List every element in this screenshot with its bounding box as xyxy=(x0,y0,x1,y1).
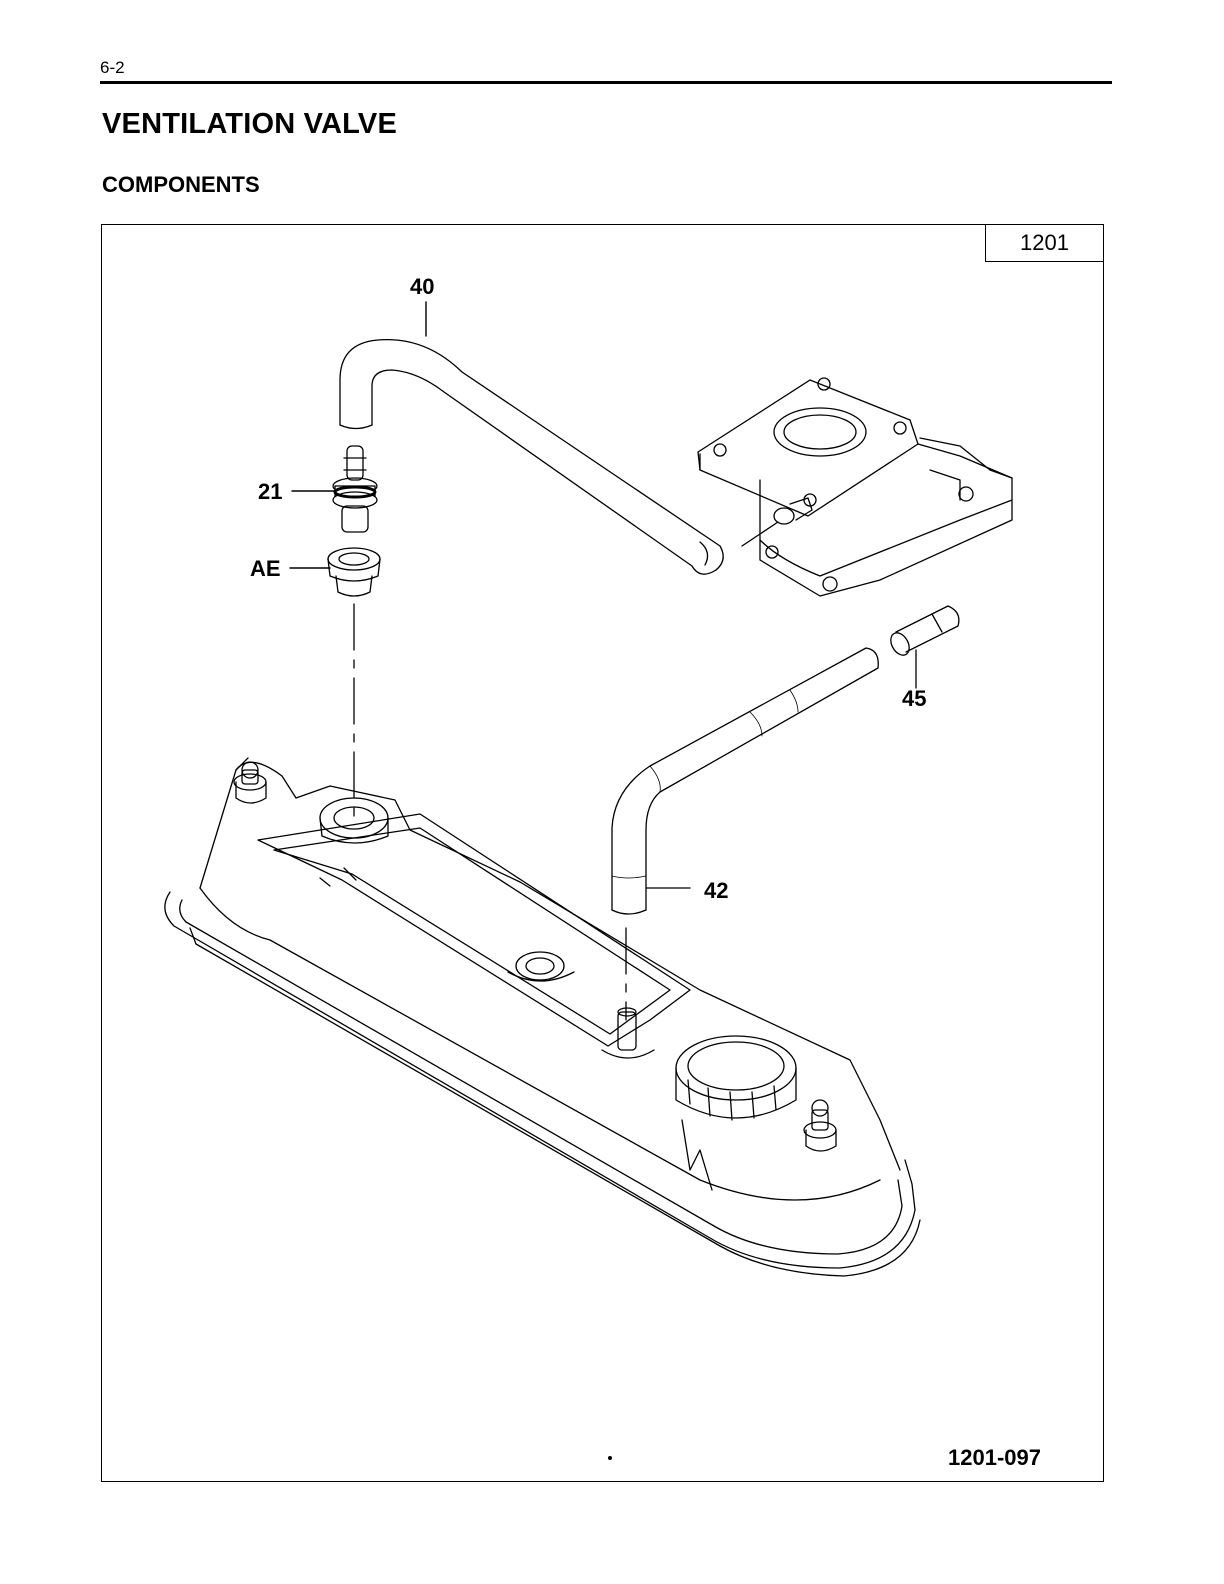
callout-21: 21 xyxy=(258,479,282,504)
callout-42: 42 xyxy=(704,878,728,903)
callout-ae: AE xyxy=(250,556,281,581)
callout-40: 40 xyxy=(410,274,434,299)
grommet-ae xyxy=(328,548,380,596)
callout-45: 45 xyxy=(902,686,926,711)
valve-21 xyxy=(333,446,377,532)
scan-dot xyxy=(608,1456,612,1460)
hose-40 xyxy=(340,340,778,575)
cylinder-head-cover xyxy=(165,758,920,1276)
alignment-lines xyxy=(354,604,626,1020)
hose-42 xyxy=(612,648,878,914)
intake-assembly xyxy=(698,378,1012,596)
pipe-45 xyxy=(887,606,959,688)
